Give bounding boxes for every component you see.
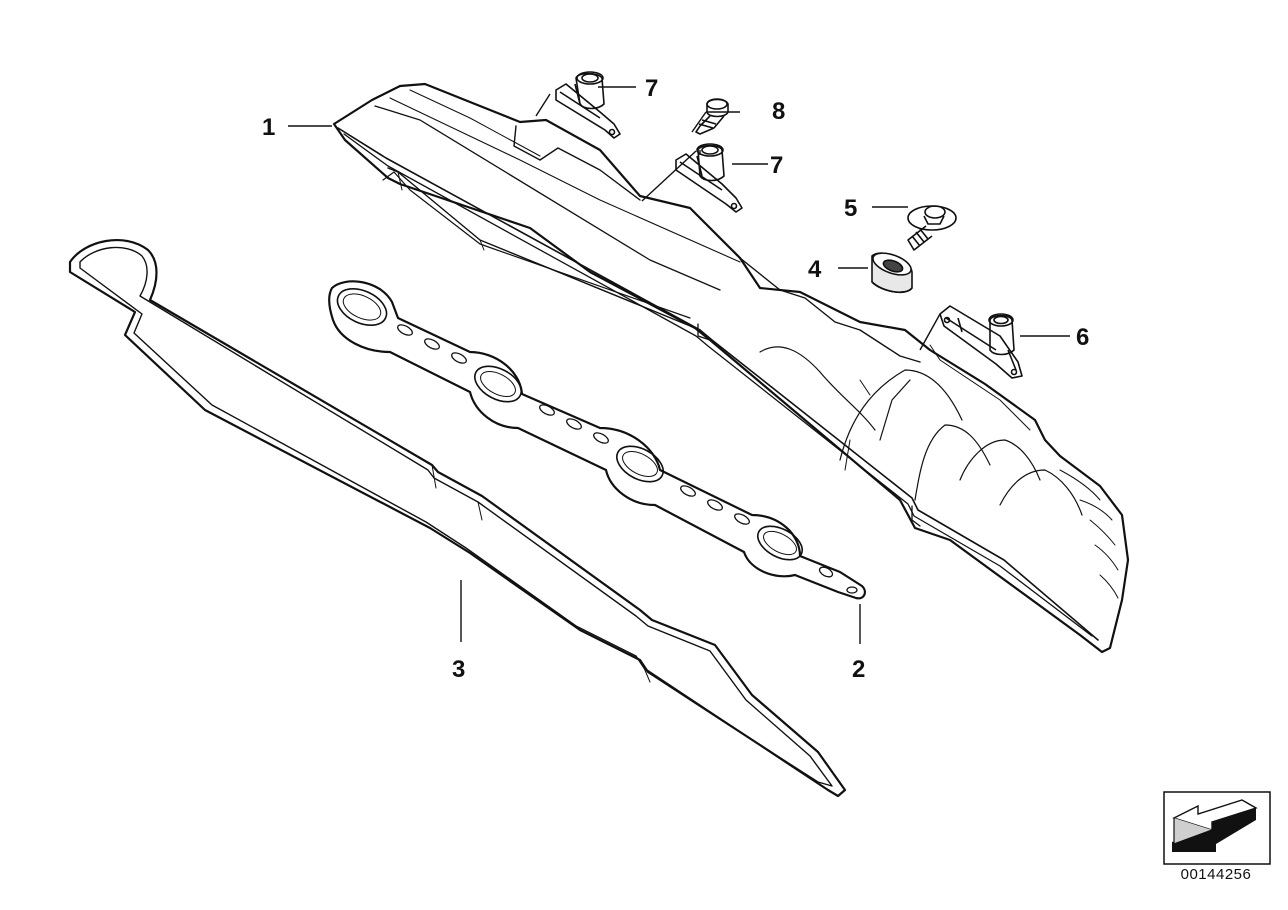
leader-lines xyxy=(288,86,1070,644)
part-2-plug-gasket[interactable] xyxy=(328,280,866,600)
part-7-bracket-upper[interactable] xyxy=(555,71,621,139)
document-number: 00144256 xyxy=(1180,866,1252,883)
part-4-grommet[interactable] xyxy=(870,249,914,294)
part-5-stud-bolt[interactable] xyxy=(907,205,957,251)
direction-indicator-box xyxy=(1163,791,1271,865)
part-3-outer-gasket[interactable] xyxy=(68,239,847,798)
callout-labels: 1 2 3 4 5 6 7 7 8 xyxy=(262,75,1089,683)
part-8-bolt[interactable] xyxy=(695,98,729,135)
callout-3[interactable]: 3 xyxy=(452,656,465,683)
callout-1[interactable]: 1 xyxy=(262,114,275,141)
callout-5[interactable]: 5 xyxy=(844,195,857,222)
callout-8[interactable]: 8 xyxy=(772,98,785,125)
part-7-bracket-lower[interactable] xyxy=(675,143,743,213)
part-6-bracket[interactable] xyxy=(939,305,1023,379)
part-1-cylinder-head-cover[interactable] xyxy=(332,82,1130,654)
callout-7-upper[interactable]: 7 xyxy=(645,75,658,102)
callout-4[interactable]: 4 xyxy=(808,256,822,283)
callout-7-lower[interactable]: 7 xyxy=(770,152,783,179)
callout-6[interactable]: 6 xyxy=(1076,324,1089,351)
callout-2[interactable]: 2 xyxy=(852,656,865,683)
